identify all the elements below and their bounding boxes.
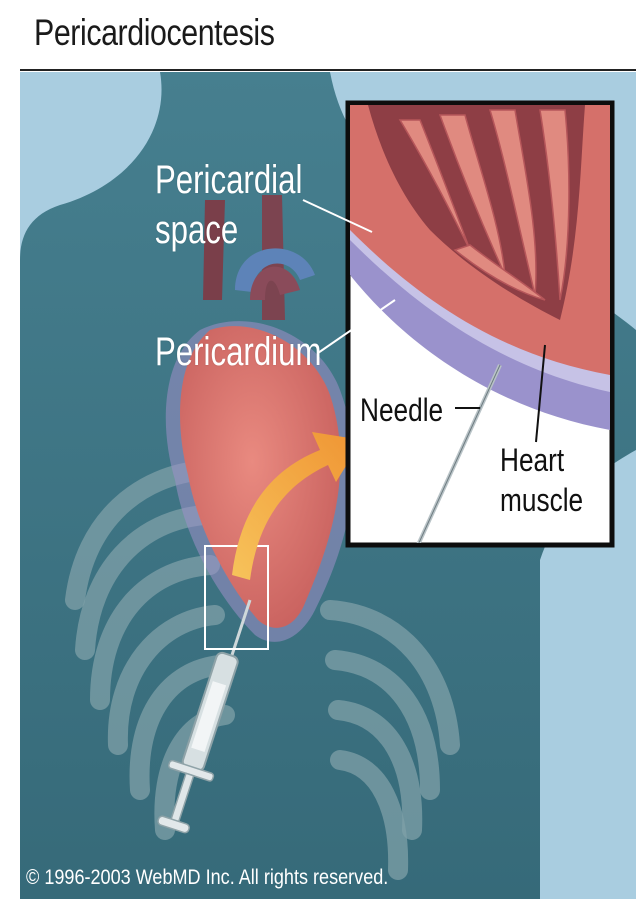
label-heart-muscle-line1: Heart <box>500 442 564 479</box>
diagram-title: Pericardiocentesis <box>34 12 275 54</box>
label-pericardial-space-line1: Pericardial <box>155 158 302 203</box>
label-pericardium: Pericardium <box>155 330 321 375</box>
label-pericardial-space-line2: space <box>155 208 238 253</box>
label-needle: Needle <box>360 392 443 429</box>
inset-panel <box>348 103 612 545</box>
title-rule <box>20 69 636 71</box>
label-heart-muscle-line2: muscle <box>500 482 583 519</box>
copyright-notice: © 1996-2003 WebMD Inc. All rights reserv… <box>26 866 388 890</box>
